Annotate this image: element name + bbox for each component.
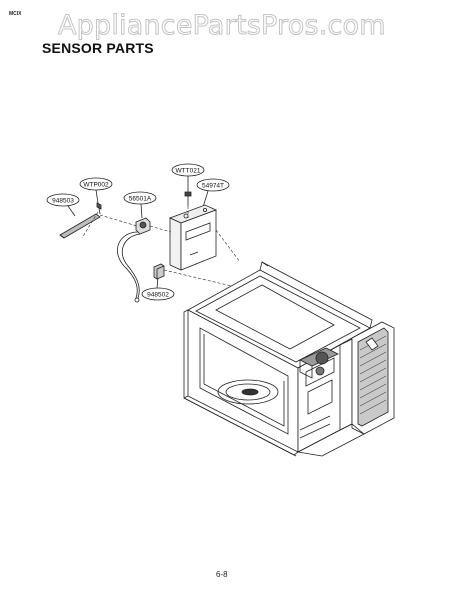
screw-wtt021 <box>184 191 192 206</box>
assembly-lines <box>81 206 241 289</box>
svg-text:56501A: 56501A <box>129 196 152 203</box>
screw-wtp002 <box>96 202 102 215</box>
watermark: AppliancePartsPros.com <box>58 10 387 42</box>
corner-code: MCIX <box>9 11 22 17</box>
sensor-with-wire <box>117 217 151 303</box>
callout-54974t: 54974T <box>196 178 230 208</box>
callout-wtt021: WTT021 <box>171 163 205 192</box>
callout-948502: 948502 <box>141 276 175 301</box>
cabinet-base <box>183 397 365 457</box>
callout-56501a: 56501A <box>123 191 157 219</box>
svg-text:WTT021: WTT021 <box>176 168 201 175</box>
rear-vent-panel <box>351 321 395 435</box>
svg-text:948502: 948502 <box>147 292 169 299</box>
strip-part <box>59 213 101 239</box>
svg-text:WTP002: WTP002 <box>83 182 109 189</box>
turntable <box>217 379 279 405</box>
sensor-bracket <box>168 204 218 271</box>
callout-wtp002: WTP002 <box>79 177 113 204</box>
page-number: 6-8 <box>216 570 228 579</box>
section-title: SENSOR PARTS <box>42 40 154 56</box>
svg-text:948503: 948503 <box>52 198 74 205</box>
svg-text:54974T: 54974T <box>202 183 224 190</box>
fan-assembly <box>299 347 339 379</box>
connector-948502 <box>153 263 165 280</box>
callout-948503: 948503 <box>46 193 80 217</box>
